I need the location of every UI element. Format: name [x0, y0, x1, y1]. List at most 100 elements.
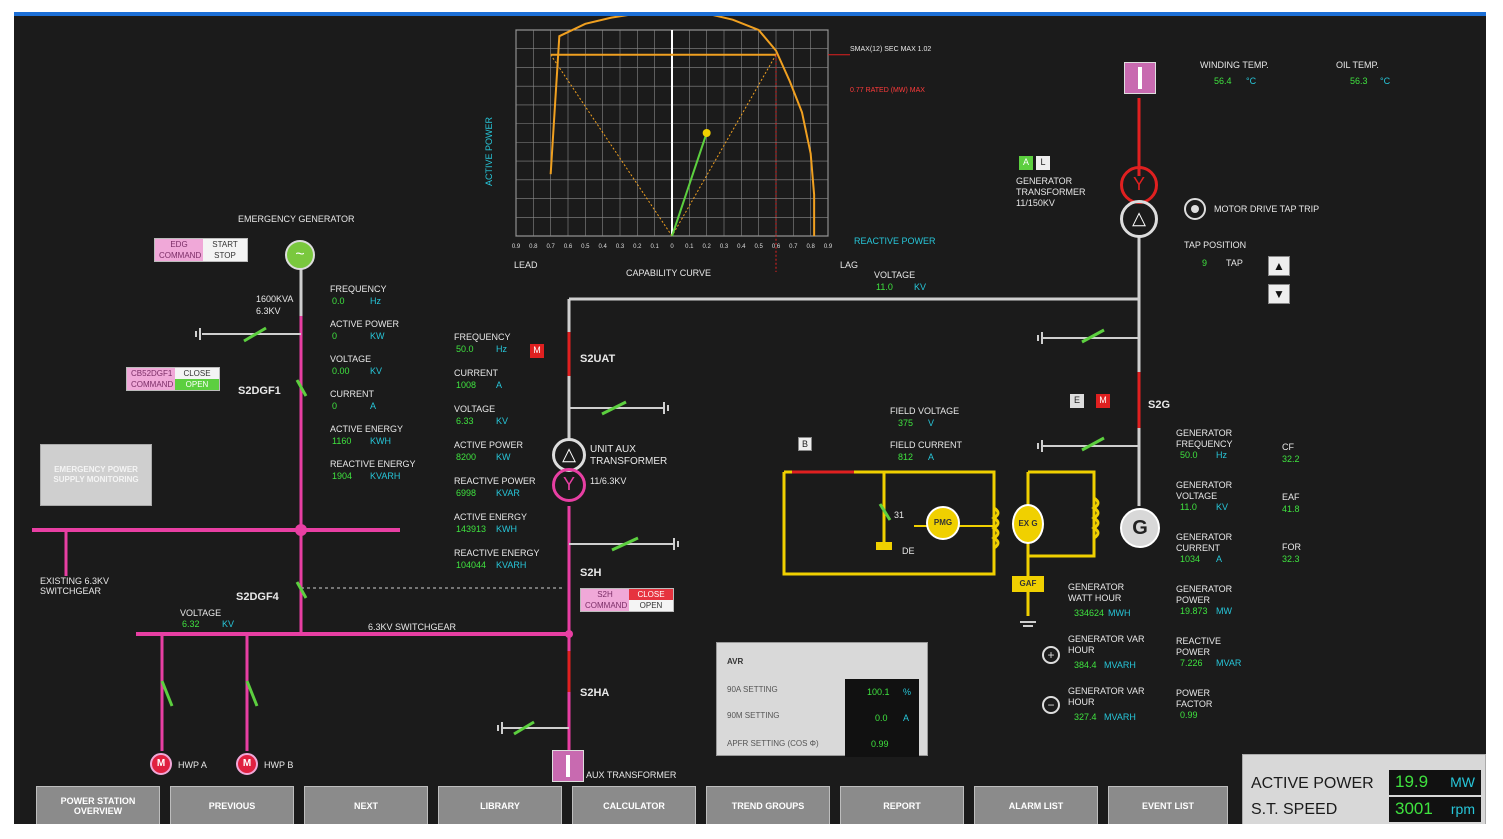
gen-meas-6-value: 0.99: [1180, 710, 1198, 720]
s2h-key: S2H: [581, 589, 629, 600]
tap-unit: TAP: [1226, 258, 1243, 268]
chart-operating-point: [702, 129, 711, 137]
aux-transformer-symbol[interactable]: [552, 750, 584, 782]
gen-index-2-value: 41.8: [1282, 504, 1300, 514]
nav-alarm-list-button[interactable]: ALARM LIST: [974, 786, 1098, 824]
chart-xtick: 0.4: [598, 244, 607, 250]
uat-meas-1-label: FREQUENCY: [454, 332, 511, 342]
gaf-box[interactable]: GAF: [1012, 576, 1044, 592]
edg-rating: 1600KVA: [256, 294, 294, 304]
edg-meas-2-value: 0: [332, 331, 338, 341]
gen-meas-5-unit: MVAR: [1216, 658, 1242, 668]
avr-title: AVR: [727, 657, 744, 666]
pmg-symbol[interactable]: PMG: [926, 506, 960, 540]
motor-drive-icon[interactable]: [1184, 198, 1206, 220]
cb52dgf1-cmd[interactable]: OPEN: [175, 379, 219, 390]
s2g-label: S2G: [1148, 399, 1171, 411]
edg-cmd[interactable]: STOP: [203, 250, 247, 261]
st-speed-box: 3001 rpm: [1389, 797, 1481, 822]
edg-meas-5-unit: KWH: [370, 436, 391, 446]
field-ground-plate: [876, 542, 892, 550]
tap-lower-button[interactable]: ▼: [1268, 284, 1290, 304]
nav-event-list-button[interactable]: EVENT LIST: [1108, 786, 1228, 824]
uat-meas-7-unit: KVARH: [496, 560, 527, 570]
uat-transformer-hv[interactable]: △: [552, 438, 586, 472]
chart-xtick: 0.5: [754, 244, 763, 250]
uat-transformer-lv[interactable]: Y: [552, 468, 586, 502]
nav-overview-button[interactable]: POWER STATION OVERVIEW: [36, 786, 160, 824]
field-b-indicator[interactable]: B: [798, 437, 812, 451]
var-plus-unit: MVARH: [1104, 660, 1136, 670]
gen-hv-terminal[interactable]: [1124, 62, 1156, 94]
watt-hour-label: GENERATOR WATT HOUR: [1068, 582, 1125, 603]
nav-next-button[interactable]: NEXT: [304, 786, 428, 824]
gen-index-3-value: 32.3: [1282, 554, 1300, 564]
emergency-generator-title: EMERGENCY GENERATOR: [238, 214, 355, 224]
gen-index-1-label: CF: [1282, 442, 1294, 452]
s2h-state[interactable]: CLOSE: [629, 589, 673, 600]
chart-xtick: 0.1: [650, 244, 659, 250]
existing-switchgear-label: EXISTING 6.3KV SWITCHGEAR: [40, 576, 110, 596]
s2h-cmd[interactable]: OPEN: [629, 600, 673, 611]
gen-meas-3-value: 1034: [1180, 554, 1201, 564]
hwp-b-label: HWP B: [264, 760, 294, 770]
s2dgf1-label: S2DGF1: [238, 385, 281, 397]
ground-symbols: [195, 328, 1043, 734]
uat-meas-6-label: ACTIVE ENERGY: [454, 512, 528, 522]
gen-l-indicator[interactable]: L: [1036, 156, 1050, 170]
gen-meas-3-label: GENERATOR CURRENT: [1176, 532, 1233, 553]
edg-meas-1-label: FREQUENCY: [330, 284, 387, 294]
gen-e-indicator[interactable]: E: [1070, 394, 1084, 408]
avr-row-1-value[interactable]: 100.1: [867, 687, 890, 697]
nav-calculator-button[interactable]: CALCULATOR: [572, 786, 696, 824]
var-plus-icon: +: [1042, 646, 1060, 664]
uat-m: M: [533, 345, 541, 355]
bus-nodes: [295, 524, 573, 638]
cb52dgf1-state[interactable]: CLOSE: [175, 368, 219, 379]
avr-row-3-label: APFR SETTING (COS Φ): [727, 739, 819, 748]
gen-meas-1-unit: Hz: [1216, 450, 1227, 460]
chart-x-axis-name: REACTIVE POWER: [854, 236, 936, 246]
nav-trend-groups-button[interactable]: TREND GROUPS: [706, 786, 830, 824]
gen-transformer-top[interactable]: Y: [1120, 166, 1158, 204]
edg-meas-3-value: 0.00: [332, 366, 350, 376]
uat-meas-6-unit: KWH: [496, 524, 517, 534]
s2dgf4-label: S2DGF4: [236, 591, 279, 603]
emergency-generator-symbol[interactable]: ~: [285, 240, 315, 270]
uat-m-indicator[interactable]: M: [530, 344, 544, 358]
nav-previous-button[interactable]: PREVIOUS: [170, 786, 294, 824]
uat-meas-6-value: 143913: [456, 524, 487, 534]
active-power-unit: MW: [1450, 774, 1475, 790]
uat-meas-4-value: 8200: [456, 452, 477, 462]
gen-a-indicator[interactable]: A: [1019, 156, 1033, 170]
edg-meas-2-label: ACTIVE POWER: [330, 319, 400, 329]
gen-transformer-bottom[interactable]: △: [1120, 200, 1158, 238]
hwp-b-motor[interactable]: M: [236, 753, 258, 775]
hwp-b-m: M: [242, 758, 252, 769]
uat-meas-2-unit: A: [496, 380, 503, 390]
var-plus-label: GENERATOR VAR HOUR: [1068, 634, 1145, 655]
edg-meas-1-unit: Hz: [370, 296, 381, 306]
nav-report-button[interactable]: REPORT: [840, 786, 964, 824]
aux-transformer-label: AUX TRANSFORMER: [586, 770, 677, 780]
nav-library-button[interactable]: LIBRARY: [438, 786, 562, 824]
avr-row-2-value[interactable]: 0.0: [875, 713, 888, 723]
chart-ylabel: ACTIVE POWER: [484, 116, 494, 186]
hwp-a-motor[interactable]: M: [150, 753, 172, 775]
generator-symbol[interactable]: G: [1120, 508, 1160, 548]
chart-operating-vector: [671, 132, 708, 237]
edg-state[interactable]: START: [203, 239, 247, 250]
summary-panel: ACTIVE POWER 19.9 MW S.T. SPEED 3001 rpm: [1242, 754, 1486, 824]
emergency-monitoring-button[interactable]: EMERGENCY POWER SUPPLY MONITORING: [40, 444, 152, 506]
chart-xtick: 0.9: [824, 244, 833, 250]
tap-raise-button[interactable]: ▲: [1268, 256, 1290, 276]
uat-meas-3-label: VOLTAGE: [454, 404, 496, 414]
exciter-symbol[interactable]: EX G: [1012, 504, 1044, 544]
field-31-label: 31: [894, 510, 905, 520]
gen-m-indicator[interactable]: M: [1096, 394, 1110, 408]
avr-row-3-value[interactable]: 0.99: [871, 739, 889, 749]
